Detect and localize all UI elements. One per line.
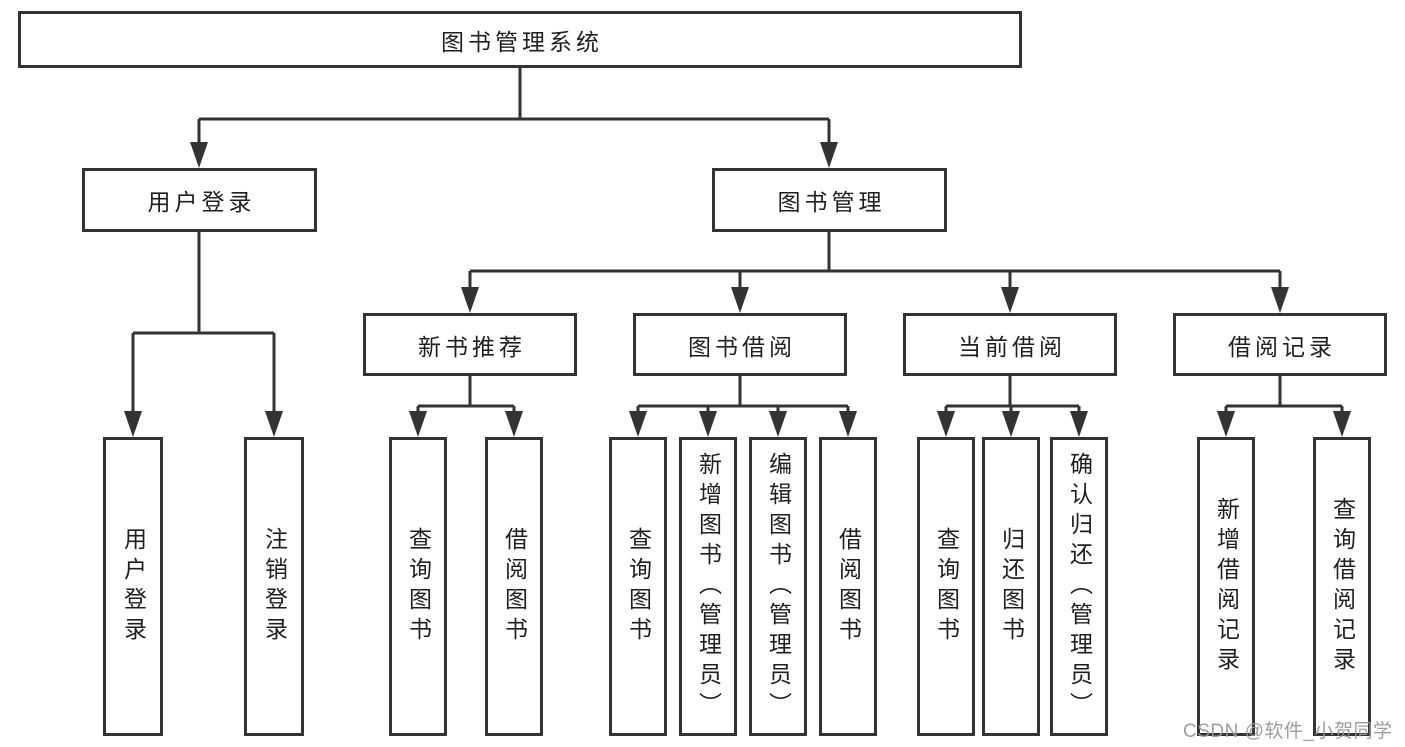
node-current-borrow: 当前借阅 xyxy=(903,313,1117,376)
connector-arrow xyxy=(820,142,838,168)
leaf-bb-query-books: 查询图书 xyxy=(609,437,667,736)
leaf-cb-confirm-return-admin: 确认归还（管理员） xyxy=(1050,437,1108,736)
connector-arrow xyxy=(190,142,208,168)
connector-arrow xyxy=(1070,411,1088,437)
leaf-cb-return-books: 归还图书 xyxy=(982,437,1040,736)
node-user-login: 用户登录 xyxy=(82,168,317,232)
connector-arrow xyxy=(699,411,717,437)
leaf-bb-add-book-admin: 新增图书（管理员） xyxy=(679,437,737,736)
connector-arrow xyxy=(731,287,749,313)
connector-arrow xyxy=(629,411,647,437)
leaf-bb-edit-book-admin: 编辑图书（管理员） xyxy=(749,437,807,736)
connector-arrow xyxy=(1217,411,1235,437)
leaf-nbr-borrow-books: 借阅图书 xyxy=(485,437,543,736)
node-book-mgmt: 图书管理 xyxy=(712,168,947,232)
connector-arrow xyxy=(1002,411,1020,437)
leaf-user-login: 用户登录 xyxy=(103,437,163,736)
connector-arrow xyxy=(409,411,427,437)
node-borrow-records: 借阅记录 xyxy=(1173,313,1387,376)
leaf-bb-borrow-books: 借阅图书 xyxy=(819,437,877,736)
leaf-br-query-borrow-record: 查询借阅记录 xyxy=(1313,437,1371,736)
leaf-cb-query-books: 查询图书 xyxy=(917,437,975,736)
leaf-nbr-query-books: 查询图书 xyxy=(389,437,447,736)
connector-arrow xyxy=(839,411,857,437)
connector-arrow xyxy=(937,411,955,437)
connector-arrow xyxy=(124,411,142,437)
connector-arrow xyxy=(461,287,479,313)
watermark: CSDN @软件_小贺同学 xyxy=(1183,721,1393,742)
connector-arrow xyxy=(265,411,283,437)
leaf-logout: 注销登录 xyxy=(244,437,304,736)
leaf-br-add-borrow-record: 新增借阅记录 xyxy=(1197,437,1255,736)
connector-arrow xyxy=(1271,287,1289,313)
node-root: 图书管理系统 xyxy=(18,11,1022,68)
node-book-borrow: 图书借阅 xyxy=(633,313,847,376)
connector-arrow xyxy=(769,411,787,437)
node-new-book-rec: 新书推荐 xyxy=(363,313,577,376)
connector-arrow xyxy=(1333,411,1351,437)
connector-arrow xyxy=(1001,287,1019,313)
connector-arrow xyxy=(505,411,523,437)
